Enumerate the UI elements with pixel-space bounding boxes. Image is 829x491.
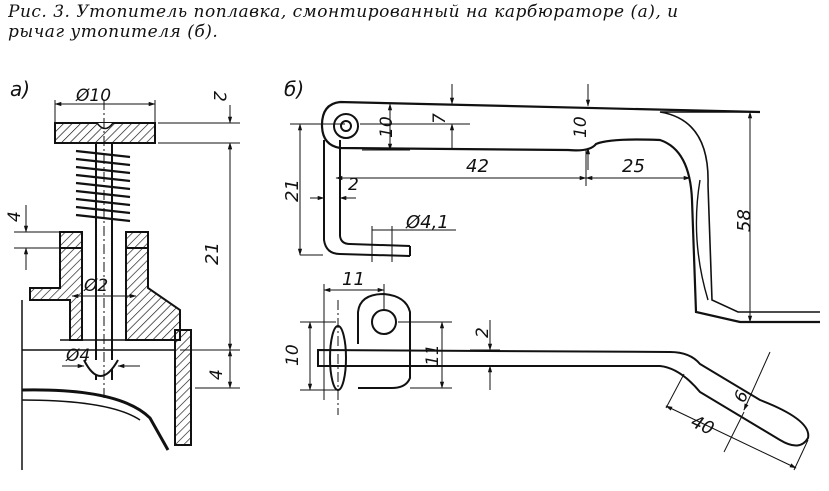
dim-a-d2: Ø2 xyxy=(83,276,108,296)
bracket-plate xyxy=(357,292,411,389)
panel-a: а) xyxy=(5,77,240,470)
bracket-hole xyxy=(371,309,397,335)
dim-a-2: 2 xyxy=(209,91,229,102)
dim-b-11b: 11 xyxy=(423,344,443,366)
lever-pivot-eye xyxy=(333,113,359,139)
dim-b-10a: 10 xyxy=(377,116,397,138)
dim-b-42: 42 xyxy=(466,156,489,177)
carburetor-wall xyxy=(174,329,192,446)
dim-b-7: 7 xyxy=(430,113,450,124)
bushing-right xyxy=(125,231,149,249)
panel-a-label: а) xyxy=(10,77,30,101)
lever-outline-top xyxy=(320,100,820,324)
bushing-left xyxy=(59,231,83,249)
dim-b-10b: 10 xyxy=(571,116,591,138)
float-chamber-curve xyxy=(21,388,170,451)
panel-b-label: б) xyxy=(284,77,304,101)
panel-b-front-dimensions xyxy=(300,284,809,471)
dim-b-21: 21 xyxy=(282,179,303,202)
caption-line-1: Рис. 3. Утопитель поплавка, смонтированн… xyxy=(8,2,679,22)
dim-b-25: 25 xyxy=(622,156,645,177)
plunger-tip xyxy=(83,359,119,377)
figure-caption: Рис. 3. Утопитель поплавка, смонтированн… xyxy=(8,2,823,42)
dim-b-40: 40 xyxy=(688,411,718,440)
dim-b-10c: 10 xyxy=(283,344,303,366)
cap-notch xyxy=(96,122,114,130)
caption-line-2: рычаг утопителя (б). xyxy=(8,22,219,42)
lever-outline-inner xyxy=(659,111,820,313)
panel-b: б) xyxy=(282,77,820,324)
dim-a-d4: Ø4 xyxy=(65,346,90,366)
dim-a-21: 21 xyxy=(202,242,223,265)
housing-left xyxy=(29,247,83,341)
spring xyxy=(75,149,131,223)
lever-pin xyxy=(323,140,411,257)
dim-b-2b: 2 xyxy=(473,327,493,338)
dim-a-d10: Ø10 xyxy=(75,86,111,106)
dim-b-11a: 11 xyxy=(342,269,365,290)
panel-a-dimensions xyxy=(14,100,240,389)
panel-b-front: 11 10 11 2 6 40 xyxy=(283,269,810,471)
dim-a-4-left: 4 xyxy=(5,211,25,222)
dim-b-d41: Ø4,1 xyxy=(405,212,449,233)
housing-right xyxy=(125,247,181,341)
dim-a-4-right: 4 xyxy=(207,369,227,380)
dim-b-2: 2 xyxy=(348,175,359,195)
dim-b-58: 58 xyxy=(734,209,755,232)
panel-b-top-dimensions xyxy=(290,84,760,323)
lever-pivot-hole xyxy=(340,120,352,132)
